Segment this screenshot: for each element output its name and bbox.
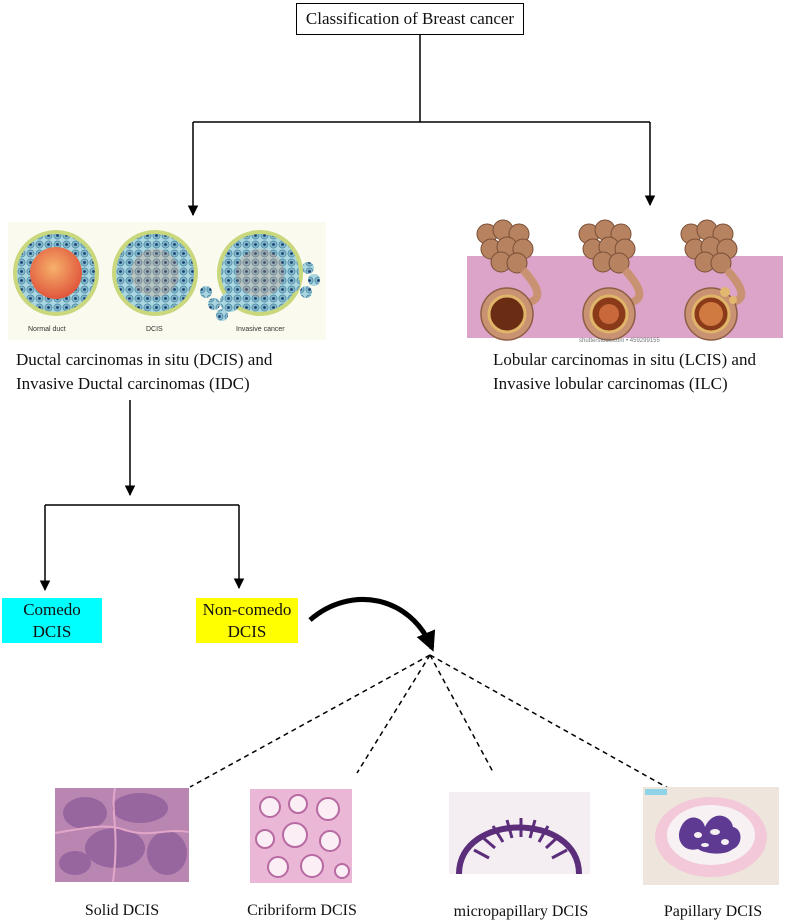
papillary-dcis-texture — [643, 787, 779, 885]
stage-label-dcis: DCIS — [146, 326, 163, 333]
title-box: Classification of Breast cancer — [296, 3, 524, 35]
micropapillary-dcis-micrograph — [449, 792, 590, 874]
solid-dcis-texture — [55, 788, 189, 882]
title-text: Classification of Breast cancer — [305, 9, 515, 28]
dcis-duct-figure — [112, 230, 198, 316]
noncomedo-line1: Non-comedo — [202, 599, 292, 619]
duct-progression-drawing — [13, 230, 320, 321]
dash-to-micropapillary — [429, 654, 494, 773]
noncomedo-dcis-box: Non-comedo DCIS — [196, 598, 298, 643]
curved-arrow-to-subtypes — [308, 597, 436, 652]
cribriform-dcis-texture — [250, 789, 352, 883]
comedo-line2: DCIS — [32, 621, 72, 641]
lobular-caption-line1: Lobular carcinomas in situ (LCIS) and — [493, 350, 756, 369]
stage-label-invasive: Invasive cancer — [236, 326, 285, 333]
lobule-drawing — [467, 219, 783, 341]
cribriform-dcis-label: Cribriform DCIS — [247, 902, 357, 919]
lobule-ilc — [680, 219, 746, 341]
lobular-caption-line2: Invasive lobular carcinomas (ILC) — [493, 374, 728, 393]
stock-watermark: shutterstock.com • 459299155 — [579, 338, 660, 344]
lobular-illustration: shutterstock.com • 459299155 — [467, 216, 783, 346]
ductal-caption-line2: Invasive Ductal carcinomas (IDC) — [16, 374, 250, 393]
solid-dcis-micrograph — [55, 788, 189, 882]
stage-label-normal: Normal duct — [28, 326, 66, 333]
cribriform-dcis-micrograph — [250, 789, 352, 883]
dash-to-solid — [189, 654, 431, 788]
ductal-caption: Ductal carcinomas in situ (DCIS) and Inv… — [16, 348, 272, 396]
ductal-illustration: Normal duct DCIS Invasive cancer — [8, 222, 326, 340]
ductal-caption-line1: Ductal carcinomas in situ (DCIS) and — [16, 350, 273, 369]
comedo-line1: Comedo — [23, 599, 81, 619]
lobule-lcis — [578, 219, 644, 341]
solid-dcis-label: Solid DCIS — [84, 902, 160, 919]
comedo-dcis-box: Comedo DCIS — [2, 598, 102, 643]
dash-to-papillary — [429, 654, 669, 789]
papillary-dcis-micrograph — [643, 787, 779, 885]
normal-duct-figure — [13, 230, 99, 316]
micrograph-corner-tag — [645, 789, 667, 795]
invasive-duct-figure — [200, 230, 320, 321]
micropapillary-dcis-texture — [449, 792, 590, 874]
noncomedo-line2: DCIS — [227, 621, 267, 641]
lobule-normal — [476, 219, 542, 341]
lobular-caption: Lobular carcinomas in situ (LCIS) and In… — [493, 348, 756, 396]
dash-to-cribriform — [356, 654, 431, 774]
micropapillary-dcis-label: micropapillary DCIS — [453, 903, 589, 920]
papillary-dcis-label: Papillary DCIS — [663, 903, 763, 920]
